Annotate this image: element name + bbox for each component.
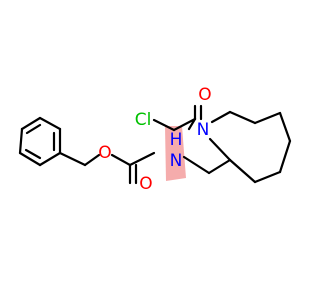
chloro-ketone-bonds — [152, 104, 203, 132]
chlorine-label: Cl — [135, 110, 152, 130]
nitrogen-ring-label: N — [197, 120, 210, 140]
piperidine-ring — [208, 110, 292, 184]
carbamate-bonds — [58, 151, 232, 185]
oxygen-ketone-label: O — [198, 85, 211, 105]
oxygen-ether-label: O — [98, 143, 111, 163]
benzene-ring — [18, 116, 62, 167]
molecule-structure: O O H N Cl O N — [18, 85, 292, 194]
nitrogen-amide-label: N — [170, 151, 183, 171]
oxygen-carbamate-label: O — [139, 174, 152, 194]
highlight-region — [165, 126, 186, 181]
hydrogen-amide-label: H — [170, 130, 183, 150]
